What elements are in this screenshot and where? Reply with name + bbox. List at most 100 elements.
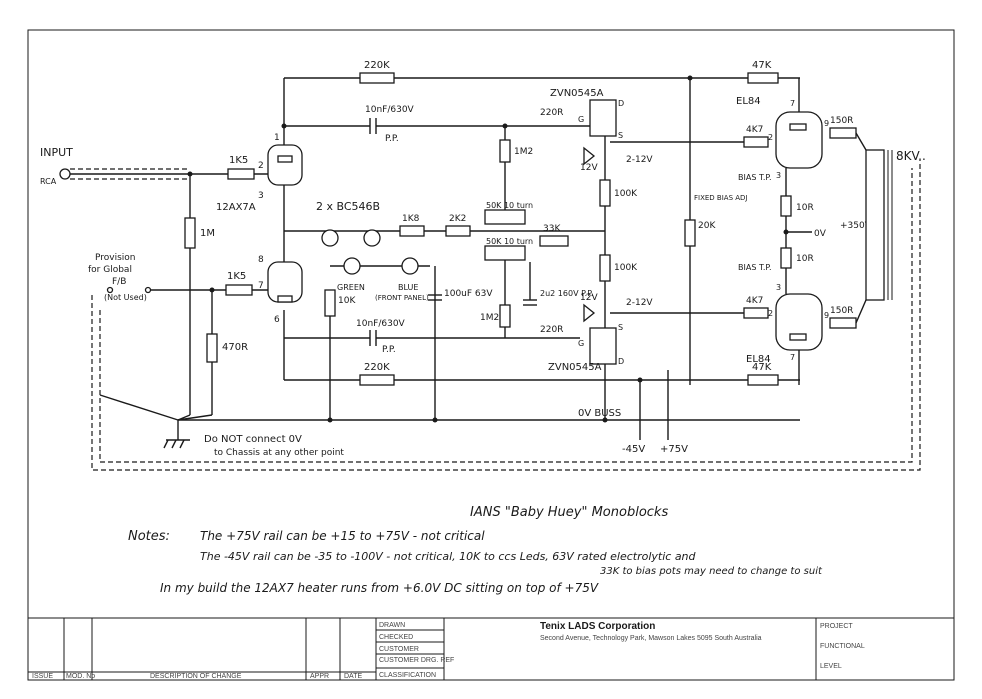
pot-label-a: 50K 10 turn — [486, 201, 533, 210]
resistor-10r-a — [780, 195, 792, 217]
notes-line-3: In my build the 12AX7 heater runs from +… — [160, 581, 599, 595]
resistor-150r-bottom — [829, 317, 857, 329]
resistor-150r-top — [829, 127, 857, 139]
pot-b[interactable] — [484, 245, 526, 261]
pin-2: 2 — [258, 161, 264, 171]
provision-line-1: Provision — [95, 253, 136, 263]
rca-label: RCA — [40, 177, 57, 186]
mosfet-bottom-label: ZVN0545A — [548, 362, 602, 373]
label-cap-bottom-pp: P.P. — [382, 345, 396, 355]
resistor-220k-top — [359, 72, 395, 84]
tb-address: Second Avenue, Technology Park, Mawson L… — [540, 635, 762, 642]
title-block: DRAWN CHECKED CUSTOMER CUSTOMER DRG. REF… — [27, 617, 955, 681]
label-10r-a: 10R — [796, 203, 814, 213]
pot-a[interactable] — [484, 209, 526, 225]
resistor-1m2-top — [499, 139, 511, 163]
d-top: D — [618, 99, 624, 108]
el84-pin-7b: 7 — [790, 353, 795, 362]
transistor-icon — [363, 229, 381, 247]
input-label: INPUT — [40, 146, 73, 159]
label-4k7-bottom: 4K7 — [746, 296, 763, 306]
zener-top-icon — [583, 146, 596, 166]
label-2k2: 2K2 — [449, 214, 466, 224]
resistor-1k5-input — [227, 168, 255, 180]
mosfet-top-label: ZVN0545A — [550, 88, 604, 99]
tb-customer: CUSTOMER — [379, 646, 419, 653]
resistor-10r-b — [780, 247, 792, 269]
zener-top-label: 12V — [580, 163, 598, 173]
el84-pin-3: 3 — [776, 171, 781, 180]
tb-functional: FUNCTIONAL — [820, 643, 865, 650]
label-20k: 20K — [698, 221, 716, 231]
provision-line-3: F/B — [112, 277, 126, 287]
tb-mod: MOD. No — [66, 673, 95, 680]
pot-label-b: 50K 10 turn — [486, 237, 533, 246]
tb-customer-drg: CUSTOMER DRG. REF — [379, 657, 454, 664]
resistor-47k-top — [747, 72, 779, 84]
s-bottom: S — [618, 323, 623, 332]
el84-bottom-label: EL84 — [746, 354, 771, 365]
tube-grid — [277, 295, 293, 303]
shield-loop — [99, 168, 913, 463]
output-transformer-icon — [865, 149, 885, 301]
tb-checked: CHECKED — [379, 634, 413, 641]
junction — [281, 123, 287, 129]
pin-6: 6 — [274, 315, 280, 325]
el84-pin-2b: 2 — [768, 309, 773, 318]
pin-1: 1 — [274, 133, 280, 143]
tube-el84-top — [775, 111, 823, 169]
notes-label: Notes: — [128, 529, 170, 544]
plus75-label: +75V — [660, 444, 688, 455]
label-33k: 33K — [543, 224, 561, 234]
title-block-frame — [27, 617, 955, 681]
label-47k-bottom: 47K — [752, 362, 772, 373]
chassis-ground-icon — [179, 439, 185, 449]
el84-pin-3b: 3 — [776, 283, 781, 292]
pin-7: 7 — [258, 281, 264, 291]
label-220k-bottom: 220K — [364, 362, 390, 373]
wire — [855, 132, 867, 151]
label-150r-bottom: 150R — [830, 306, 853, 316]
label-1k5-fb: 1K5 — [227, 271, 246, 282]
tb-project: PROJECT — [820, 623, 853, 630]
resistor-33k — [539, 235, 569, 247]
label-220r-top: 220R — [540, 108, 563, 118]
resistor-1k5-fb — [225, 284, 253, 296]
resistor-20k — [684, 219, 696, 247]
minus45-label: -45V — [622, 444, 645, 455]
mosfet-top-icon — [589, 99, 617, 137]
label-220k-top: 220K — [364, 60, 390, 71]
led-blue-icon — [401, 257, 419, 275]
notes-line-2b: 33K to bias pots may need to change to s… — [600, 566, 823, 577]
shield-loop — [91, 160, 921, 471]
tube-grid — [277, 155, 293, 163]
junction — [602, 417, 608, 423]
junction — [687, 75, 693, 81]
resistor-47k-bottom — [747, 374, 779, 386]
junction — [187, 171, 193, 177]
el84-pin-9: 9 — [824, 119, 829, 128]
tb-level: LEVEL — [820, 663, 842, 670]
junction — [209, 287, 215, 293]
transistor-icon — [321, 229, 339, 247]
label-220r-bottom: 220R — [540, 325, 563, 335]
label-1m2-top: 1M2 — [514, 147, 533, 157]
junction — [783, 229, 789, 235]
led-green-label: GREEN — [337, 283, 365, 292]
notes-title: IANS "Baby Huey" Monoblocks — [470, 505, 668, 520]
wire — [99, 394, 179, 421]
wire — [855, 299, 867, 324]
do-not-connect: Do NOT connect 0V — [204, 434, 302, 445]
bias-top-label: BIAS T.P. — [738, 173, 772, 182]
label-100k-a: 100K — [614, 189, 638, 199]
tube-plate — [789, 333, 807, 341]
to-chassis: to Chassis at any other point — [214, 448, 344, 458]
fb-terminal — [106, 286, 114, 294]
g-top: G — [578, 115, 584, 124]
chassis-ground-icon — [171, 439, 177, 449]
led-green-icon — [343, 257, 361, 275]
label-4k7-top: 4K7 — [746, 125, 763, 135]
tube-12ax7-top — [267, 144, 303, 186]
label-100uf: 100uF 63V — [444, 289, 493, 299]
fb-terminal — [144, 286, 152, 294]
